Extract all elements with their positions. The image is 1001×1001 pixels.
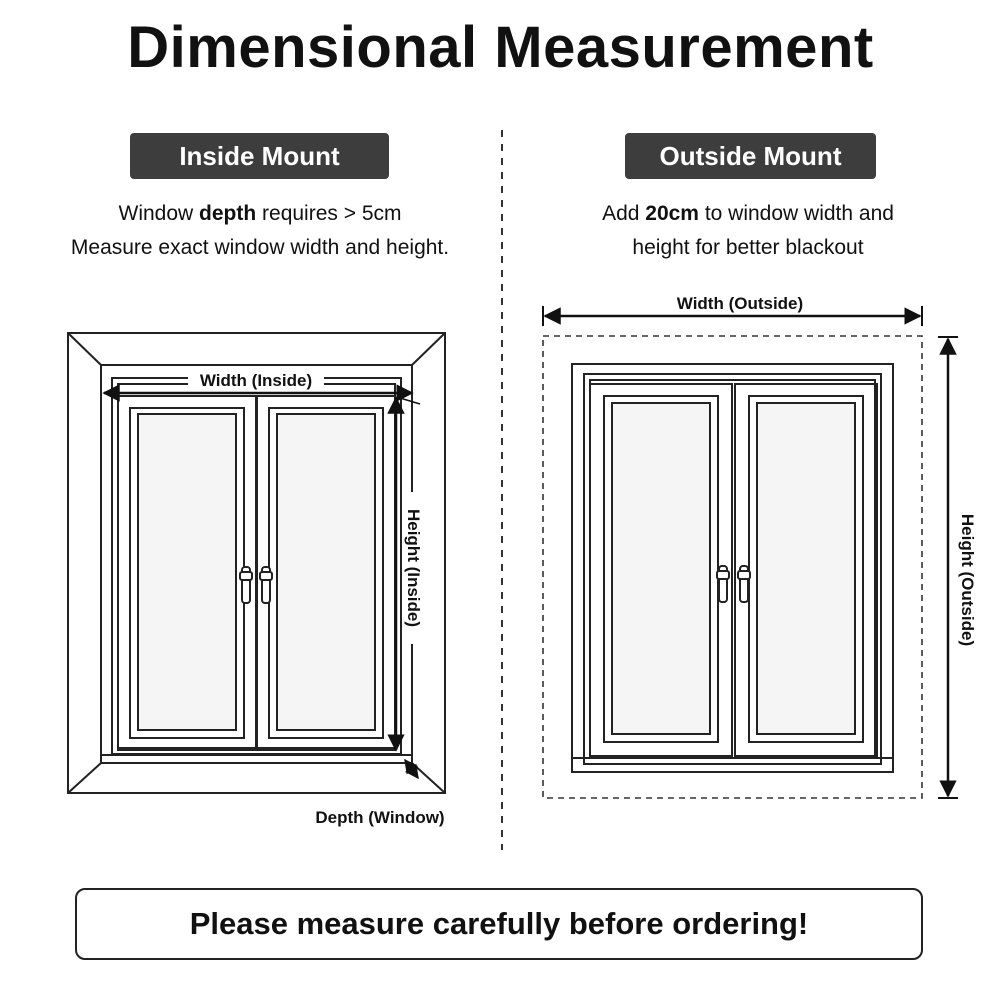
inside-desc-line2: Measure exact window width and height. — [70, 236, 450, 259]
outside-height-label: Height (Outside) — [958, 514, 977, 646]
inside-width-label-bg — [188, 368, 324, 390]
outside-window — [571, 363, 894, 773]
footer-notice: Please measure carefully before ordering… — [75, 888, 923, 960]
inside-window — [67, 332, 446, 794]
outside-desc-line1: Add 20cm to window width and — [602, 202, 894, 225]
inside-mount-badge: Inside Mount — [130, 133, 389, 179]
depth-arrow — [404, 758, 419, 780]
inside-desc-line1: Window depth requires > 5cm — [118, 202, 402, 225]
depth-label: Depth (Window) — [315, 808, 444, 827]
outside-width-label: Width (Outside) — [677, 294, 803, 313]
outside-desc-line2: height for better blackout — [632, 236, 864, 259]
inside-width-label: Width (Inside) — [200, 371, 312, 390]
outside-mount-badge: Outside Mount — [625, 133, 876, 179]
outside-dashed-boundary — [542, 335, 923, 799]
inside-height-label: Height (Inside) — [404, 509, 423, 627]
inside-mount-description: Window depth requires > 5cm Measure exac… — [30, 197, 490, 265]
page-title: Dimensional Measurement — [127, 15, 874, 80]
outside-mount-description: Add 20cm to window width and height for … — [548, 197, 948, 265]
